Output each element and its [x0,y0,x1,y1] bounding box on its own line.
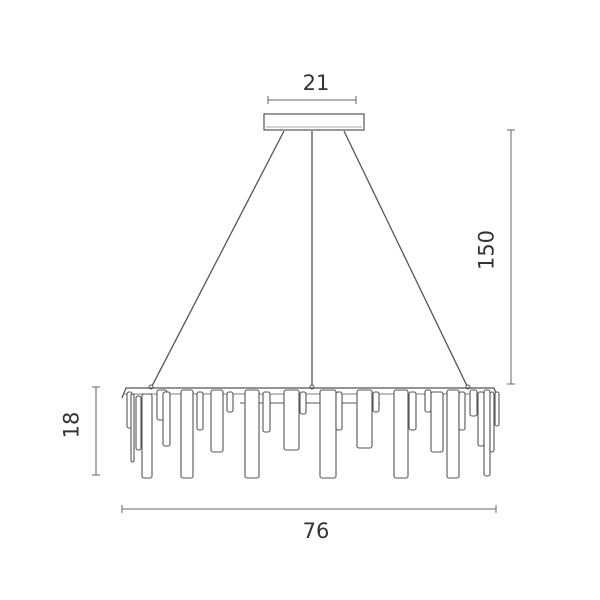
crystal-rod [424,389,432,413]
crystal-rod [356,389,373,449]
crystal-rod [335,391,343,431]
crystal-rod [210,389,224,453]
crystal-rod [226,391,234,413]
cable-right [343,130,469,389]
crystal-rod [469,389,478,417]
crystal-rod [489,391,495,453]
crystal-rod [494,391,500,427]
crystal-rod [244,389,260,479]
ceiling-canopy [263,113,365,131]
crystal-rod [430,391,444,453]
crystal-rod [180,389,194,479]
crystal-rod [458,391,466,431]
crystal-rod [135,395,142,451]
fixture-diameter-label: 76 [302,519,330,543]
crystal-rod [372,391,380,413]
dimension-line-canopy-width [267,96,357,104]
canopy-width-label: 21 [302,71,330,95]
dimension-line-total-height [507,129,515,385]
dimension-line-fixture-height [92,386,100,476]
fixture-height-label: 18 [59,411,84,439]
crystal-rod [483,389,491,477]
crystal-rods [126,389,500,479]
cable-left [150,130,285,389]
crystal-rod [408,391,417,431]
crystal-rod [162,391,171,447]
crystal-rod [196,391,204,431]
total-height-label: 150 [474,229,499,271]
suspension-cables [148,130,471,390]
crystal-rod [283,389,300,451]
crystal-rod [299,391,307,415]
crystal-rod [477,391,485,447]
crystal-rod [141,393,153,479]
crystal-rod [262,391,271,433]
dimension-line-diameter [121,505,497,513]
crystal-rod [393,389,409,479]
crystal-rod [130,393,135,463]
crystal-rod [446,389,460,479]
crystal-rod [319,389,337,479]
